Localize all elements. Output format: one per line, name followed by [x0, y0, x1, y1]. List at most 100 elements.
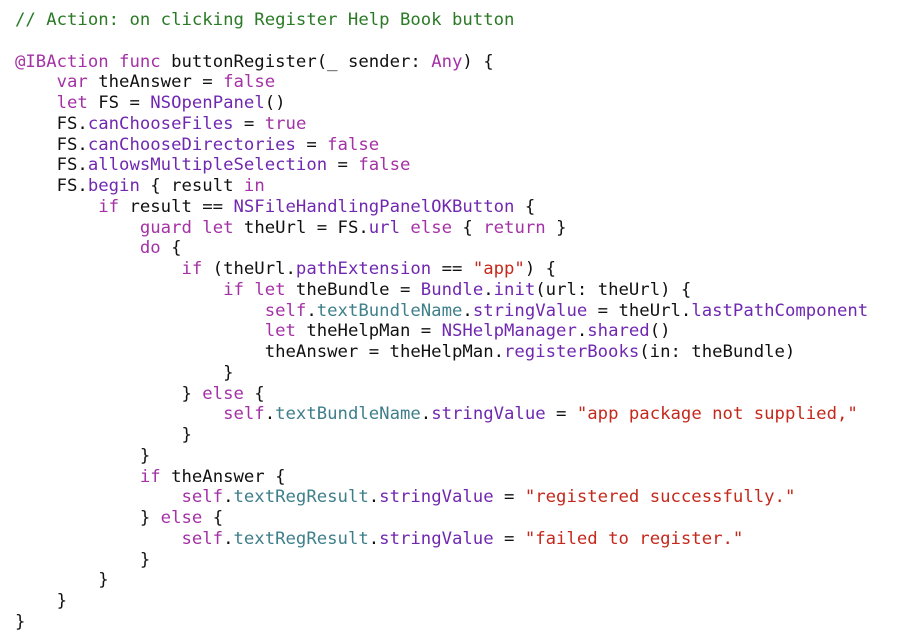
code-text: }: [15, 383, 203, 404]
code-text: buttonRegister(_ sender:: [160, 51, 432, 72]
code-text: theHelpMan =: [295, 321, 442, 342]
code-text: theAnswer = theHelpMan.: [15, 342, 504, 362]
code-text: {: [160, 238, 182, 259]
keyword-token: @IBAction: [15, 51, 109, 72]
keyword-token: else: [410, 217, 453, 238]
keyword-token: false: [358, 155, 411, 176]
code-text: (in: theBundle): [639, 342, 796, 362]
keyword-token: return: [483, 217, 546, 238]
keyword-token: guard: [139, 217, 192, 238]
code-line: }: [15, 612, 915, 633]
code-line: FS.allowsMultipleSelection = false: [15, 155, 915, 176]
string-literal-token: "app": [472, 259, 525, 279]
code-text: [15, 280, 223, 300]
code-line: }: [15, 446, 915, 467]
string-literal-token: "failed to register.": [524, 528, 744, 549]
keyword-token: self: [181, 487, 224, 508]
code-text: ) {: [462, 51, 494, 72]
code-line: @IBAction func buttonRegister(_ sender: …: [15, 52, 915, 73]
code-line: theAnswer = theHelpMan.registerBooks(in:…: [15, 342, 915, 363]
comment-token: // Action: on clicking Register Help Boo…: [15, 10, 515, 30]
identifier-token: NSFileHandlingPanelOKButton: [233, 196, 515, 217]
code-text: [15, 72, 57, 92]
code-text: [15, 218, 140, 238]
code-editor[interactable]: // Action: on clicking Register Help Boo…: [15, 10, 915, 633]
code-line: self.textBundleName.stringValue = "app p…: [15, 404, 915, 425]
keyword-token: else: [160, 508, 203, 528]
code-text: ==: [431, 259, 473, 279]
code-line: [15, 31, 915, 52]
code-text: {: [514, 196, 536, 217]
code-text: [15, 197, 98, 217]
code-text: .: [483, 279, 494, 300]
code-text: .: [223, 528, 234, 549]
keyword-token: let: [264, 321, 296, 342]
keyword-token: var: [56, 72, 88, 93]
code-text: {: [243, 383, 265, 404]
identifier-token: begin: [87, 176, 140, 196]
identifier-token: stringValue: [472, 300, 588, 321]
keyword-token: Any: [431, 51, 463, 72]
identifier-token: NSHelpManager: [441, 321, 577, 342]
code-line: } else {: [15, 384, 915, 405]
code-line: FS.begin { result in: [15, 176, 915, 197]
code-line: do {: [15, 238, 915, 259]
code-line: var theAnswer = false: [15, 72, 915, 93]
keyword-token: false: [223, 72, 276, 93]
code-line: }: [15, 363, 915, 384]
identifier-token: canChooseFiles: [87, 113, 234, 134]
keyword-token: do: [139, 238, 161, 259]
identifier-token: url: [368, 217, 400, 238]
keyword-token: in: [243, 176, 265, 196]
code-text: [15, 301, 265, 321]
keyword-token: true: [264, 113, 307, 134]
code-line: } else {: [15, 508, 915, 529]
code-line: self.textBundleName.stringValue = theUrl…: [15, 301, 915, 322]
code-text: (theUrl.: [202, 259, 296, 279]
keyword-token: if: [181, 259, 203, 279]
keyword-token: let: [254, 279, 286, 300]
identifier-token: lastPathComponent: [691, 300, 869, 321]
code-text: {: [202, 508, 224, 528]
property-token: textBundleName: [316, 300, 463, 321]
keyword-token: false: [327, 134, 380, 155]
code-text: .: [264, 404, 276, 425]
code-line: if (theUrl.pathExtension == "app") {: [15, 259, 915, 280]
code-text: [244, 280, 254, 300]
keyword-token: if: [223, 279, 244, 300]
code-text: FS.: [15, 113, 88, 134]
property-token: textRegResult: [233, 487, 369, 508]
identifier-token: shared: [587, 321, 650, 342]
code-text: =: [233, 113, 265, 134]
code-text: theAnswer {: [160, 466, 286, 487]
code-text: .: [576, 321, 588, 342]
code-text: [15, 529, 181, 549]
keyword-token: let: [202, 217, 234, 238]
code-text: }: [15, 570, 109, 591]
code-text: {: [452, 217, 484, 238]
code-text: [15, 259, 181, 279]
code-text: [15, 404, 223, 424]
code-line: }: [15, 550, 915, 571]
identifier-token: pathExtension: [295, 259, 432, 279]
code-line: FS.canChooseDirectories = false: [15, 135, 915, 156]
code-text: =: [327, 155, 359, 176]
code-text: [15, 238, 140, 258]
keyword-token: self: [181, 528, 224, 549]
keyword-token: func: [119, 51, 161, 72]
code-text: .: [368, 528, 380, 549]
code-text: FS.: [15, 155, 88, 176]
string-literal-token: "registered successfully.": [524, 487, 796, 508]
identifier-token: canChooseDirectories: [87, 134, 296, 155]
code-text: FS.: [15, 176, 88, 196]
code-text: (): [649, 321, 671, 342]
identifier-token: stringValue: [379, 487, 494, 508]
code-text: }: [15, 549, 151, 570]
string-literal-token: "app package not supplied,": [576, 404, 858, 425]
code-line: if let theBundle = Bundle.init(url: theU…: [15, 280, 915, 301]
code-line: }: [15, 591, 915, 612]
code-text: .: [462, 300, 473, 321]
keyword-token: if: [98, 196, 120, 217]
code-text: theBundle =: [285, 279, 421, 300]
code-line: if result == NSFileHandlingPanelOKButton…: [15, 197, 915, 218]
